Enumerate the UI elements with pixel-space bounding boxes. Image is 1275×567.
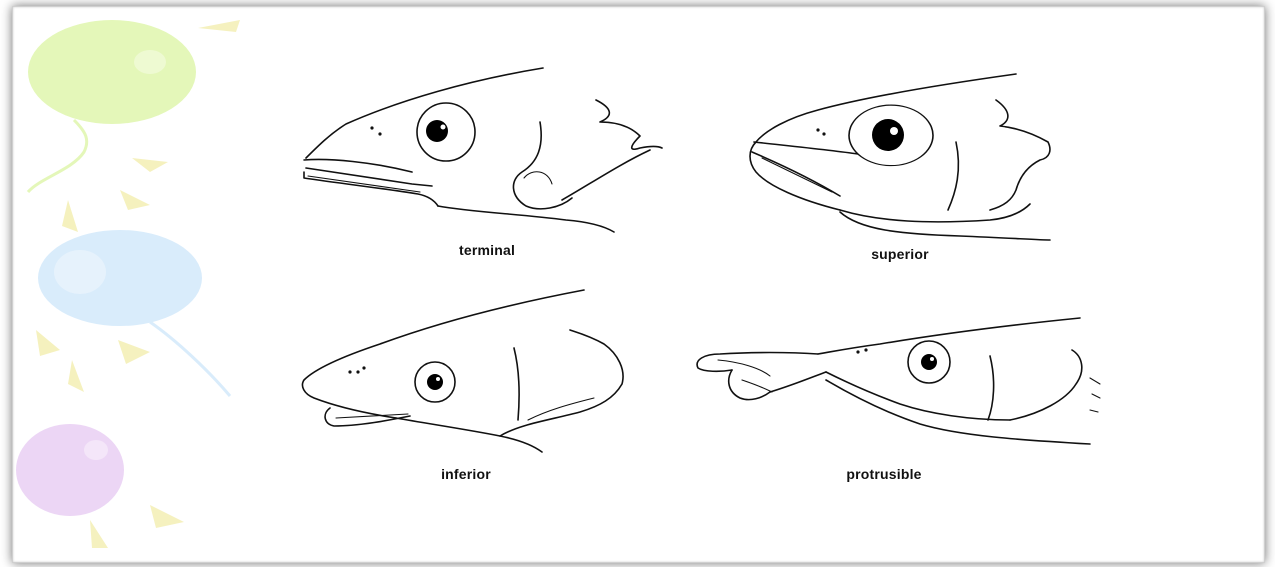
label-terminal: terminal (459, 242, 515, 258)
superior-fish-head (750, 74, 1050, 240)
terminal-fish-head (304, 68, 662, 232)
label-inferior: inferior (441, 466, 491, 482)
label-protrusible: protrusible (846, 466, 921, 482)
label-superior: superior (871, 246, 929, 262)
inferior-fish-head (302, 290, 623, 452)
protrusible-fish-head (697, 318, 1100, 444)
